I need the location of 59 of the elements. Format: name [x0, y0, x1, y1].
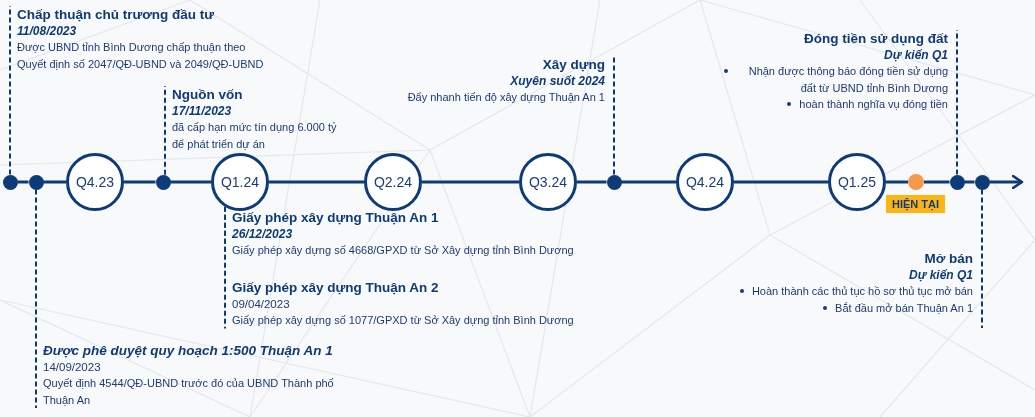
quarter-circle: Q1.25	[828, 153, 886, 211]
leader-line	[164, 85, 166, 176]
event-title: Giấy phép xây dựng Thuận An 2	[232, 279, 440, 296]
event-title: Nguồn vốn	[172, 86, 244, 103]
leader-line	[35, 188, 37, 409]
quarter-circle: Q4.23	[66, 153, 124, 211]
event-date: 09/04/2023	[232, 297, 291, 312]
status-badge: HIỆN TẠI	[886, 195, 945, 213]
quarter-circle: Q4.24	[676, 153, 734, 211]
timeline-dot	[949, 174, 965, 190]
timeline-line	[17, 180, 29, 184]
current-position-dot	[908, 174, 924, 190]
event-title: Chấp thuận chủ trương đầu tư	[17, 6, 216, 23]
bullet-text: Bắt đầu mở bán Thuận An 1	[835, 300, 973, 316]
leader-line	[956, 29, 958, 176]
timeline-line	[170, 180, 211, 184]
event-date: 14/09/2023	[43, 360, 102, 375]
timeline-dot	[2, 174, 18, 190]
timeline-line	[577, 180, 607, 184]
timeline-line	[43, 180, 66, 184]
timeline-line	[924, 180, 950, 184]
event-date: Dự kiến Q1	[883, 47, 948, 63]
timeline-line	[734, 180, 828, 184]
timeline-line	[269, 180, 364, 184]
leader-line	[613, 55, 615, 176]
quarter-circle: Q3.24	[519, 153, 577, 211]
timeline-line	[964, 180, 975, 184]
timeline-dot	[974, 174, 990, 190]
event-date: Xuyên suốt 2024	[509, 73, 605, 89]
event-description: Đẩy nhanh tiến độ xây dựng Thuận An 1	[406, 90, 605, 105]
bullet-text: hoàn thành nghĩa vụ đóng tiền	[799, 97, 948, 112]
leader-line	[9, 5, 11, 176]
event-title: Giấy phép xây dựng Thuận An 1	[232, 209, 440, 226]
timeline-line	[422, 180, 519, 184]
timeline-line	[886, 180, 908, 184]
event-date: 26/12/2023	[232, 226, 294, 242]
timeline-dot	[28, 174, 44, 190]
quarter-circle: Q1.24	[211, 153, 269, 211]
event-description: Giấy phép xây dựng số 1077/GPXD từ Sở Xây dựng tỉnh Bình Dương	[232, 313, 575, 328]
leader-line	[981, 188, 983, 329]
event-date: 11/08/2023	[17, 23, 78, 39]
timeline-line	[124, 180, 156, 184]
leader-line	[224, 205, 226, 330]
quarter-circle: Q2.24	[364, 153, 422, 211]
event-description: Được UBND tỉnh Bình Dương chấp thuận theo Quyết định số 2047/QĐ-UBND và 2049/QĐ-UBND	[17, 40, 265, 72]
event-date: 17/11/2023	[172, 103, 233, 119]
event-title: Xây dựng	[541, 56, 605, 73]
event-description: đã cấp hạn mức tín dụng 6.000 tỷ để phát triển dự án	[172, 120, 338, 152]
timeline-arrow	[989, 174, 1024, 190]
event-description: Quyết định 4544/QĐ-UBND trước đó của UBND Thành phố Thuận An	[43, 376, 335, 408]
event-description: Giấy phép xây dựng số 4668/GPXD từ Sở Xây dựng tỉnh Bình Dương	[232, 243, 575, 258]
timeline-dot	[606, 174, 622, 190]
event-title: Được phê duyệt quy hoạch 1:500 Thuận An 1	[43, 342, 334, 359]
event-title: Mở bán	[923, 250, 973, 267]
event-title: Đóng tiền sử dụng đất	[803, 30, 948, 47]
timeline-line	[621, 180, 676, 184]
event-date: Dự kiến Q1	[908, 267, 973, 283]
timeline-dot	[155, 174, 171, 190]
bullet-text: Hoàn thành các thủ tục hồ sơ thủ tục mở bán	[751, 284, 973, 299]
